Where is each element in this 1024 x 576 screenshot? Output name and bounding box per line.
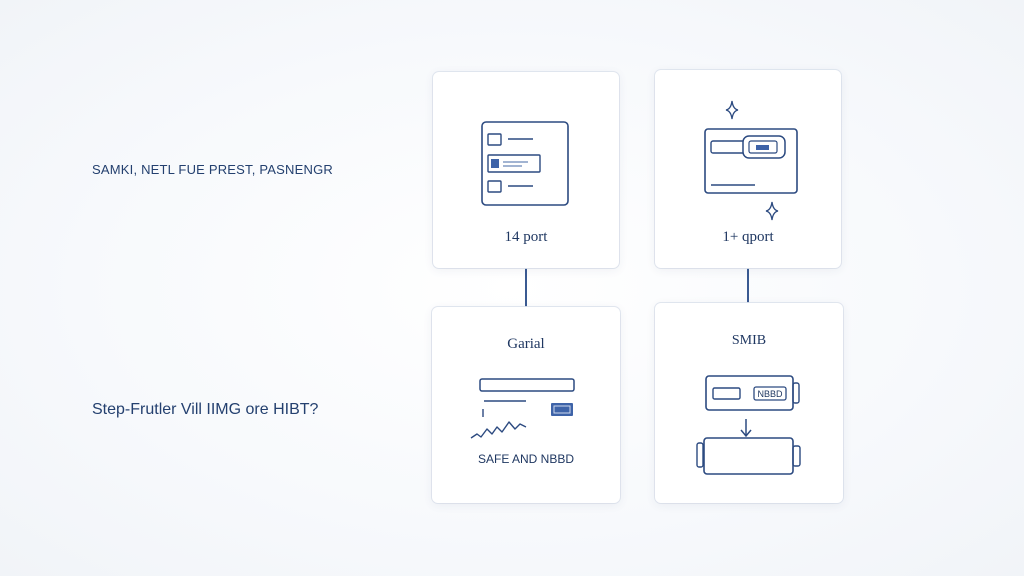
card-reader-icon: [704, 128, 798, 194]
card-bottom-left: Garial SAFE AND NBBD: [432, 307, 620, 503]
checklist-form-icon: [481, 121, 569, 206]
sparkle-icon: [725, 100, 739, 120]
chart-form-icon: [470, 378, 575, 439]
card-top-left-label: 14 port: [504, 229, 548, 245]
card-top-right-label: 1+ qport: [722, 229, 774, 245]
connector-left: [525, 255, 527, 327]
card-bottom-right-badge: NBBD: [757, 389, 783, 399]
card-bottom-left-title: Garial: [507, 336, 545, 352]
card-top-left: 14 port: [433, 72, 619, 268]
insert-card-icon: NBBD: [696, 375, 801, 475]
side-label-bottom: Step-Frutler Vill IIMG ore HIBT?: [92, 401, 319, 418]
card-bottom-right: SMIB NBBD: [655, 303, 843, 503]
sparkle-icon: [765, 201, 779, 221]
connector-right: [747, 255, 749, 325]
side-label-top: SAMKI, NETL FUE PREST, PASNENGR: [92, 162, 333, 177]
card-bottom-left-caption: SAFE AND NBBD: [477, 452, 575, 466]
card-top-right: 1+ qport: [655, 70, 841, 268]
card-bottom-right-title: SMIB: [731, 333, 767, 348]
